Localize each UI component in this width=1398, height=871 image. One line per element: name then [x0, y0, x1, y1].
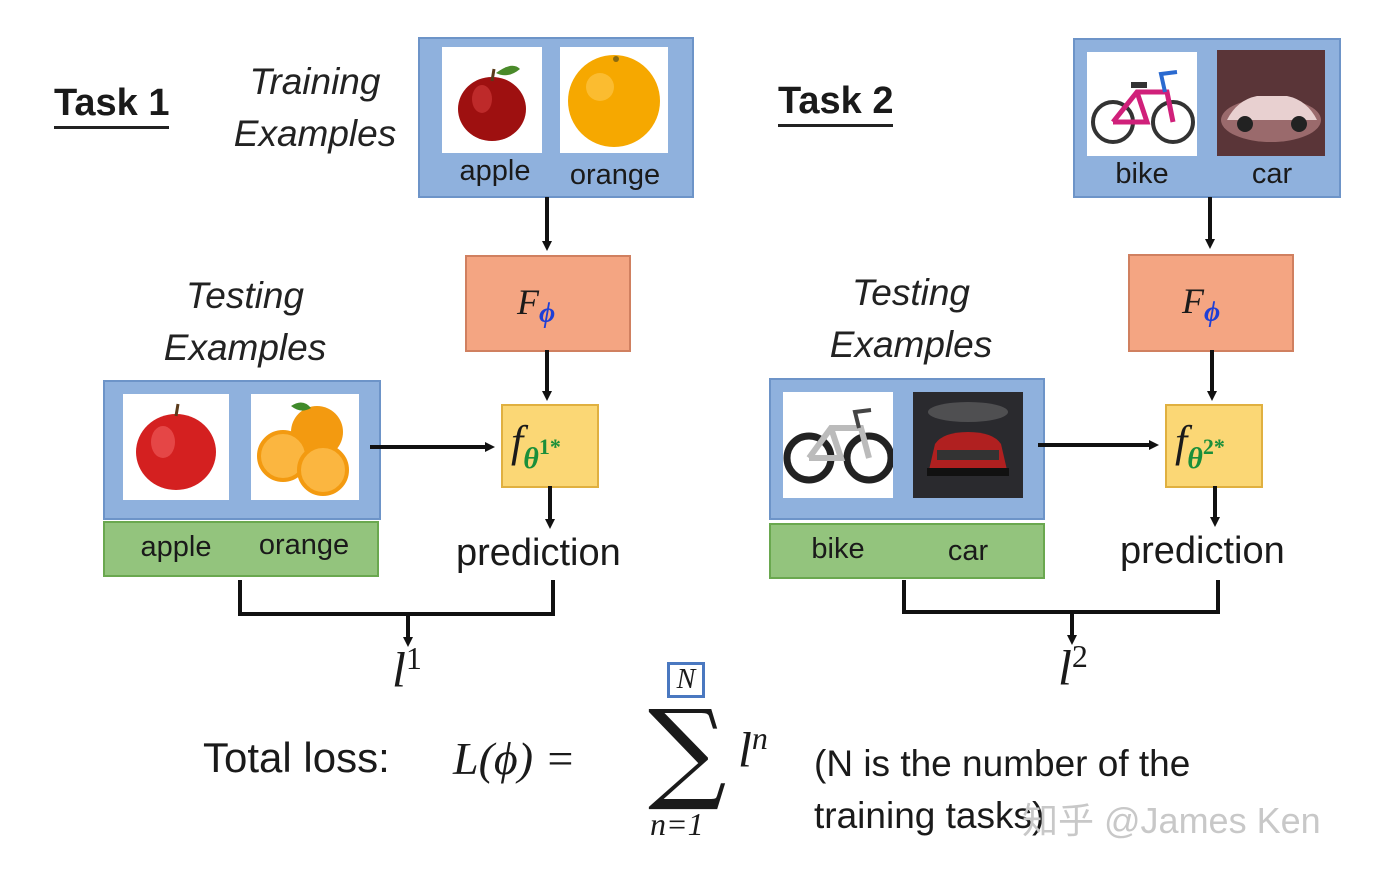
car-image [913, 392, 1023, 498]
f-phi-label: Fϕ [1182, 280, 1220, 329]
orange-image [560, 47, 668, 153]
task1-label-bar: apple orange [103, 521, 379, 577]
apple-image [123, 394, 229, 500]
task1-testing-label: Testing Examples [140, 270, 350, 374]
total-loss-note: (N is the number of the training tasks) [814, 738, 1190, 842]
sum-upper: N [676, 664, 696, 695]
loss-superscript: 1 [405, 640, 422, 676]
testing-label-line2: Examples [829, 324, 993, 365]
total-loss-label: Total loss: [203, 734, 390, 781]
term-letter: l [738, 721, 752, 778]
f-phi-letter: F [517, 282, 539, 322]
task1-title: Task 1 [54, 82, 170, 129]
task2-loss: l2 [1058, 638, 1088, 697]
task2-testing-label: Testing Examples [806, 267, 1016, 371]
theta-superscript: 1* [538, 434, 561, 459]
task1-f-theta-box: fθ1* [501, 404, 599, 488]
theta-subscript: θ [1187, 442, 1203, 475]
task2-prediction: prediction [1120, 530, 1285, 572]
testing-label-line2: Examples [163, 327, 327, 368]
task1-train-caption-orange: orange [569, 159, 661, 191]
sum-lower: n=1 [650, 806, 704, 842]
task1-test-caption-orange: orange [258, 529, 350, 561]
loss-letter: l [1058, 639, 1072, 696]
task1-loss: l1 [392, 640, 422, 699]
bracket-2 [902, 580, 1220, 614]
task1-prediction: prediction [456, 532, 621, 574]
training-label-line2: Examples [233, 113, 397, 154]
note-line1: (N is the number of the [814, 743, 1191, 784]
f-theta-letter: f [1175, 417, 1188, 466]
f-theta-label: fθ2* [1175, 416, 1225, 475]
task2-training-panel: bike car [1073, 38, 1341, 198]
phi-subscript: ϕ [1204, 297, 1221, 329]
testing-label-line1: Testing [186, 275, 304, 316]
f-theta-letter: f [511, 417, 524, 466]
orange-image [251, 394, 359, 500]
task1-train-caption-apple: apple [459, 155, 531, 187]
task1-training-panel: apple orange [418, 37, 694, 198]
sum-upper-box: N [667, 662, 705, 698]
apple-image [442, 47, 542, 153]
task1-training-label: Training Examples [222, 56, 408, 160]
task1-test-caption-apple: apple [140, 531, 212, 563]
theta-subscript: θ [523, 442, 539, 475]
watermark: 知乎 @James Ken [1022, 800, 1321, 841]
term-superscript: n [751, 720, 768, 756]
bike-image [1087, 52, 1197, 156]
task2-f-phi-box: Fϕ [1128, 254, 1294, 352]
task2-train-caption-car: car [1251, 158, 1293, 190]
sum-term: ln [738, 720, 768, 779]
bracket-1 [238, 580, 555, 616]
loss-superscript: 2 [1071, 638, 1088, 674]
task1-f-phi-box: Fϕ [465, 255, 631, 352]
sum-symbol: ∑ [648, 686, 727, 814]
task2-train-caption-bike: bike [1115, 158, 1169, 190]
task2-testing-panel [769, 378, 1045, 520]
training-label-line1: Training [249, 61, 381, 102]
task2-label-bar: bike car [769, 523, 1045, 579]
testing-label-line1: Testing [852, 272, 970, 313]
task1-testing-panel [103, 380, 381, 520]
task2-test-caption-car: car [947, 535, 989, 567]
bike-image [783, 392, 893, 498]
task2-f-theta-box: fθ2* [1165, 404, 1263, 488]
loss-letter: l [392, 641, 406, 698]
total-loss-lhs: L(ϕ) = [453, 733, 576, 784]
f-phi-label: Fϕ [517, 281, 555, 330]
task2-title: Task 2 [778, 80, 894, 127]
task2-test-caption-bike: bike [811, 533, 865, 565]
phi-subscript: ϕ [539, 298, 556, 330]
note-line2: training tasks) [814, 795, 1045, 836]
f-phi-letter: F [1182, 281, 1204, 321]
car-image [1217, 50, 1325, 156]
theta-superscript: 2* [1202, 434, 1225, 459]
f-theta-label: fθ1* [511, 416, 561, 475]
